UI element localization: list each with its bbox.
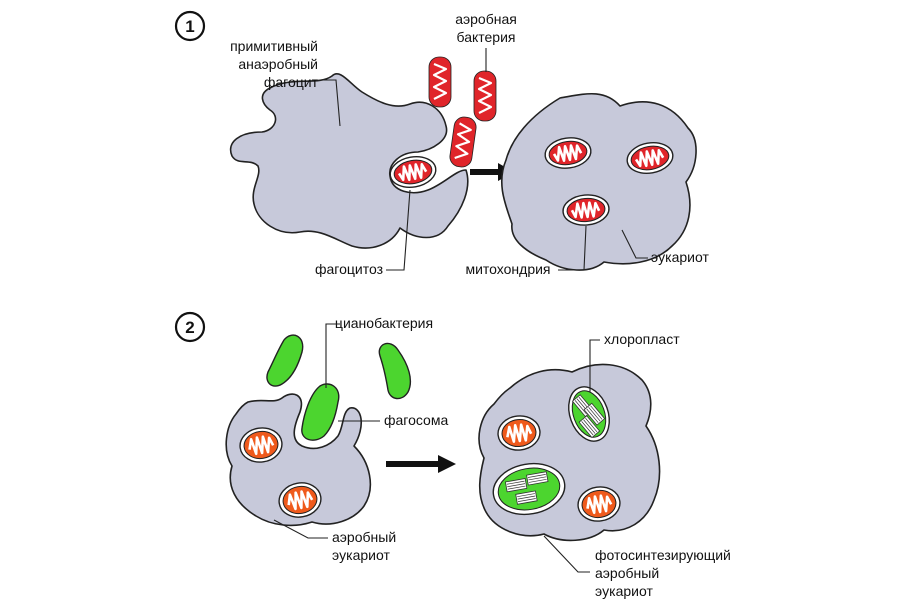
label-chloroplast: хлоропласт bbox=[589, 331, 680, 392]
leader-chloroplast bbox=[589, 339, 600, 392]
label-phagocyte-line-3: фагоцит bbox=[264, 74, 319, 90]
label-photosynthetic-eukaryote-line-3: эукариот bbox=[595, 583, 653, 599]
aerobic-bacterium-2 bbox=[472, 69, 498, 123]
leader-eukaryote bbox=[621, 229, 648, 259]
label-mitochondrion-text: митохондрия bbox=[465, 261, 550, 277]
label-phagocytosis: фагоцитоз bbox=[315, 189, 411, 277]
label-aerobic-eukaryote: аэробный эукариот bbox=[273, 519, 396, 563]
label-phagocyte-line-2: анаэробный bbox=[238, 56, 318, 72]
leader-phagocytosis bbox=[386, 189, 411, 271]
label-chloroplast-text: хлоропласт bbox=[604, 331, 680, 347]
label-cyanobacterium: цианобактерия bbox=[325, 315, 433, 388]
cyanobacterium-2 bbox=[378, 342, 412, 400]
step-2-badge: 2 bbox=[174, 311, 206, 343]
label-photosynthetic-eukaryote-line-2: аэробный bbox=[595, 565, 659, 581]
label-photosynthetic-eukaryote: фотосинтезирующий аэробный эукариот bbox=[543, 535, 731, 599]
label-cyanobacterium-text: цианобактерия bbox=[335, 315, 433, 331]
label-phagosome: фагосома bbox=[338, 412, 448, 428]
label-aerobic-bacterium-line-2: бактерия bbox=[457, 29, 516, 45]
leader-aerobic-eukaryote bbox=[273, 519, 328, 539]
leader-mitochondrion bbox=[558, 225, 587, 271]
label-phagocyte-line-1: примитивный bbox=[230, 38, 318, 54]
chloroplast-2 bbox=[492, 462, 566, 516]
aerobic-bacterium-1 bbox=[427, 55, 453, 109]
label-phagocytosis-text: фагоцитоз bbox=[315, 261, 383, 277]
label-mitochondrion: митохондрия bbox=[465, 225, 587, 277]
engulfed-cyanobacterium bbox=[301, 383, 340, 441]
label-phagocyte: примитивный анаэробный фагоцит bbox=[230, 38, 341, 127]
step-2-number: 2 bbox=[185, 318, 194, 337]
label-photosynthetic-eukaryote-line-1: фотосинтезирующий bbox=[595, 547, 731, 563]
step-1-badge: 1 bbox=[174, 10, 206, 42]
transition-arrow-2 bbox=[386, 455, 456, 473]
label-aerobic-eukaryote-line-1: аэробный bbox=[332, 529, 396, 545]
leader-cyanobacterium bbox=[325, 323, 340, 388]
leader-photosynthetic-eukaryote bbox=[543, 535, 590, 573]
label-aerobic-bacterium: аэробная бактерия bbox=[455, 11, 517, 72]
label-aerobic-bacterium-line-1: аэробная bbox=[455, 11, 517, 27]
leader-phagocyte bbox=[322, 79, 341, 127]
photosynthetic-eukaryote-cell bbox=[478, 363, 661, 542]
label-eukaryote: эукариот bbox=[621, 229, 709, 265]
step-1-number: 1 bbox=[185, 17, 194, 36]
eukaryote-cell bbox=[500, 92, 697, 271]
chloroplast-1 bbox=[568, 386, 610, 442]
label-aerobic-eukaryote-line-2: эукариот bbox=[332, 547, 390, 563]
aerobic-eukaryote-cell bbox=[225, 393, 372, 527]
label-phagosome-text: фагосома bbox=[384, 412, 448, 428]
aerobic-bacterium-3 bbox=[447, 114, 479, 170]
label-eukaryote-text: эукариот bbox=[651, 249, 709, 265]
cyanobacterium-1 bbox=[266, 334, 304, 387]
